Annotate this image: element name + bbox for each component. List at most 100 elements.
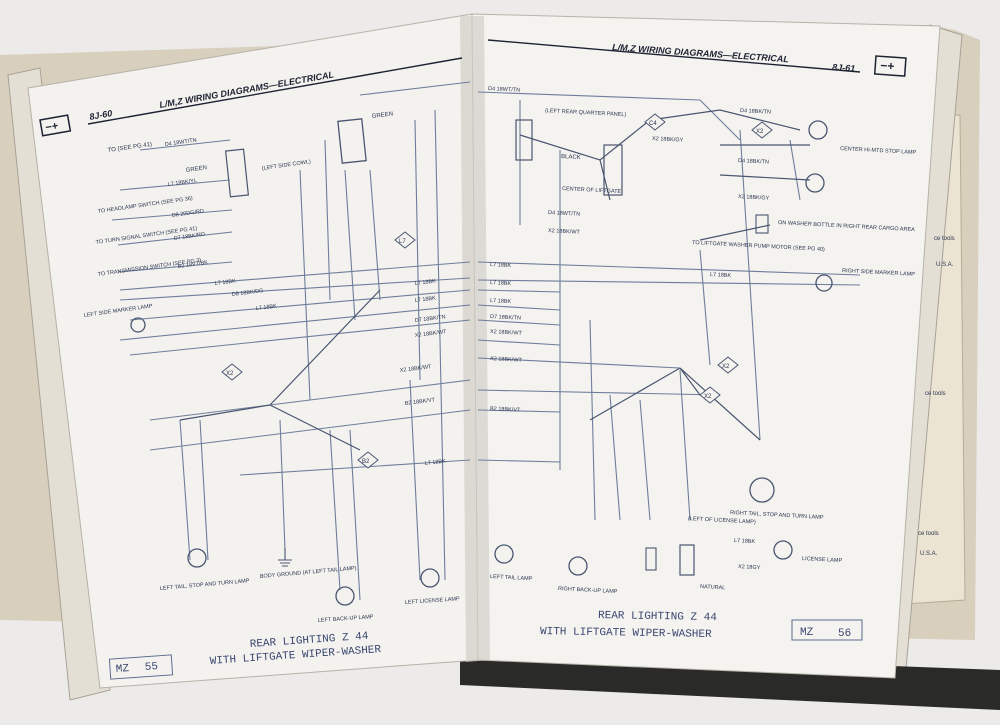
badge-l7: L7: [394, 231, 416, 249]
right-footer: REAR LIGHTING Z 44 WITH LIFTGATE WIPER-W…: [540, 610, 863, 641]
body-ground-symbol: [278, 548, 292, 567]
wire-code: L7 18BK: [710, 272, 732, 279]
top-green-connector: [337, 118, 367, 164]
battery-icon: −+: [873, 55, 907, 77]
left-license-lamp: [420, 568, 440, 588]
label-green-conn: GREEN: [185, 165, 207, 174]
center-stop-lamp-lower: [805, 173, 825, 193]
svg-text:X2: X2: [226, 371, 234, 377]
label-left-license: LEFT LICENSE LAMP: [405, 596, 461, 606]
svg-text:B2: B2: [362, 459, 370, 465]
center-stop-lamp-upper: [808, 120, 828, 140]
liftgate-connector: [603, 144, 623, 196]
wire-code: X2 18BK/WT: [415, 329, 448, 339]
wire-code: D7 18BK/TN: [490, 314, 521, 322]
right-backup-lamp: [568, 556, 588, 576]
left-wire-codes: D4 18WT/TN L7 18BK/YL D8 20DG/RD D7 18BK…: [164, 138, 447, 467]
right-footer-number: 56: [838, 628, 851, 640]
label-right-side-marker: RIGHT SIDE MARKER LAMP: [842, 268, 915, 278]
right-side-marker-lamp: [815, 274, 833, 292]
label-left-tail-right: LEFT TAIL LAMP: [490, 574, 533, 582]
edge-text: U.S.A.: [920, 551, 938, 557]
wire-code: L7 18BK: [256, 303, 278, 312]
svg-text:−+: −+: [880, 58, 895, 73]
label-center-liftgate: CENTER OF LIFTGATE: [562, 186, 622, 195]
wire-code: X2 18GY: [738, 564, 761, 571]
badge-x2: X2: [717, 356, 739, 374]
left-tail-lamp-right-page: [494, 544, 514, 564]
badge-b2: B2: [357, 451, 379, 469]
natural-connector: [679, 544, 695, 576]
wire-code: L7 18BK: [415, 278, 437, 287]
left-page-number: 8J-60: [89, 108, 113, 122]
label-right-backup: RIGHT BACK-UP LAMP: [558, 586, 618, 595]
wire-code: X2 18BK/GY: [652, 136, 684, 144]
wire-code: X2 18BK/WT: [548, 228, 581, 236]
spine-shadow: [460, 16, 490, 662]
license-lamp: [773, 540, 793, 560]
black-connector: [515, 119, 533, 161]
left-footer-code: MZ: [115, 663, 129, 676]
svg-text:X2: X2: [704, 394, 712, 400]
svg-text:C4: C4: [649, 121, 657, 127]
wire-code: D7 18BK/RD: [173, 232, 205, 242]
right-footer-code: MZ: [800, 627, 814, 639]
edge-text: ce tools: [934, 236, 955, 242]
svg-text:X2: X2: [722, 364, 730, 370]
left-tail-lamp: [187, 548, 207, 568]
wire-code: L7 18BK: [415, 295, 437, 304]
badge-x2: X2: [751, 121, 773, 139]
right-edge-text: ce tools U.S.A. ce tools ce tools U.S.A.: [918, 236, 955, 557]
label-natural: NATURAL: [700, 584, 726, 591]
wire-code: D4 18BK/TN: [738, 158, 769, 166]
wire-code: D4 18WT/TN: [548, 210, 580, 218]
wire-code: D4 18WT/TN: [164, 138, 197, 148]
wire-code: L7 18BK: [490, 280, 512, 287]
wire-code: D8 18BK/DG: [232, 288, 264, 298]
wire-code: B2 18BK/VT: [405, 397, 436, 407]
label-left-backup: LEFT BACK-UP LAMP: [318, 614, 374, 624]
right-page-number: 8J-61: [832, 62, 856, 74]
label-center-hi-mtd: CENTER HI-MTD STOP LAMP: [840, 146, 917, 156]
wire-code: L7 18BK/YL: [167, 178, 197, 188]
license-connector: [645, 547, 657, 571]
label-right-tail: RIGHT TAIL, STOP AND TURN LAMP: [730, 510, 824, 521]
left-cowl-connector: [224, 148, 250, 198]
wire-code: X2 18BK/WT: [490, 356, 523, 364]
right-page: [471, 13, 941, 679]
wire-code: D8 20DG/RD: [171, 209, 204, 219]
wire-code: L7 18BK: [734, 538, 756, 545]
wire-code: L7 18BK: [215, 278, 237, 287]
label-left-rear-quarter: (LEFT REAR QUARTER PANEL): [545, 108, 627, 118]
washer-connector: [755, 214, 769, 234]
wire-code: D4 18BK/TN: [740, 108, 771, 116]
label-black: BLACK: [561, 154, 581, 161]
battery-icon: −+: [39, 114, 72, 137]
right-tail-lamp: [749, 477, 775, 503]
edge-text: U.S.A.: [936, 262, 954, 268]
wire-code: D7 18BK/TN: [415, 314, 446, 324]
right-wiring: C4 X2 X2 X2: [477, 91, 861, 576]
wire-code: X2 18BK/GY: [738, 194, 770, 202]
label-left-license: (LEFT OF LICENSE LAMP): [688, 516, 756, 526]
right-footer-title-1: REAR LIGHTING Z 44: [598, 610, 717, 624]
right-wire-codes: D4 18WT/TN D4 18BK/TN X2 18BK/GY D4 18BK…: [488, 86, 771, 571]
wire-code: B2 18VT/BK: [177, 260, 208, 270]
wire-code: X2 18BK/WT: [490, 329, 523, 337]
wire-code: B2 18BK/VT: [490, 406, 521, 414]
wire-code: D4 18WT/TN: [488, 86, 520, 94]
svg-text:X2: X2: [756, 129, 764, 135]
badge-c4: C4: [644, 113, 666, 131]
svg-text:L7: L7: [399, 239, 406, 245]
wire-code: L7 18BK: [490, 298, 512, 305]
edge-text: ce tools: [918, 531, 939, 537]
badge-x2: X2: [221, 363, 243, 381]
right-footer-title-2: WITH LIFTGATE WIPER-WASHER: [540, 626, 712, 641]
edge-text: ce tools: [925, 391, 946, 397]
wire-code: X2 18BK/WT: [400, 364, 433, 374]
wire-code: L7 18BK: [425, 458, 447, 467]
left-backup-lamp: [335, 586, 355, 606]
left-wiring: L7 X2 B2: [111, 81, 471, 606]
svg-text:−+: −+: [44, 120, 59, 134]
